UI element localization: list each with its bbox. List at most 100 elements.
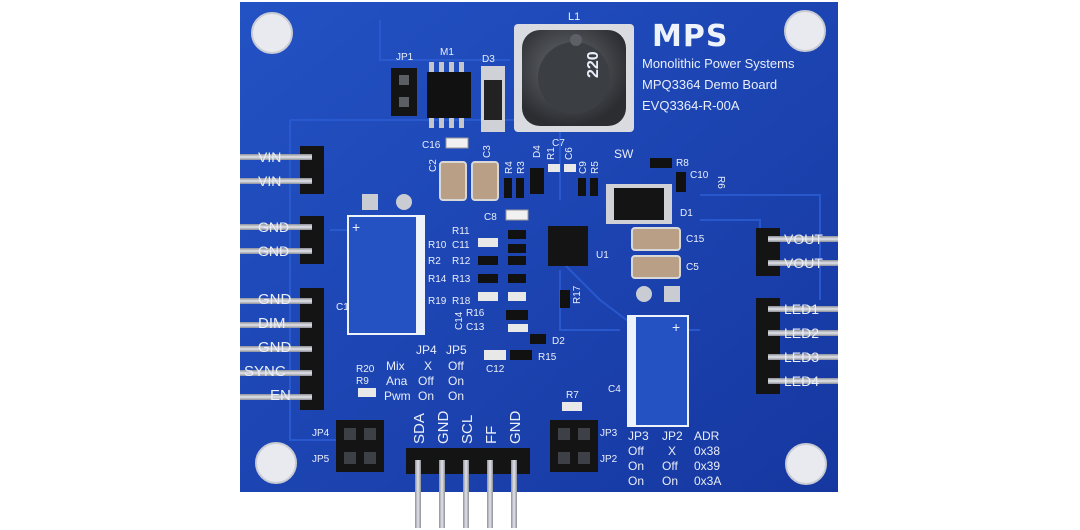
pin-gnd-bottom-2: GND — [507, 411, 524, 445]
inductor-l1 — [514, 24, 634, 132]
address-table: JP3 JP2 ADR Off X 0x38 On Off 0x39 On On… — [628, 429, 721, 488]
pin-vout-1: VOUT — [784, 231, 823, 247]
mps-logo: MPS — [652, 19, 727, 54]
part-number: EVQ3364-R-00A — [642, 98, 740, 113]
adr-row-3-jp3: On — [628, 474, 644, 488]
label-r12: R12 — [452, 256, 471, 267]
bottom-header — [406, 448, 530, 528]
label-r6: R6 — [715, 176, 726, 189]
mounting-holes — [251, 10, 827, 485]
passives-upper — [504, 158, 686, 198]
label-r10: R10 — [428, 240, 447, 251]
cap-c5 — [631, 255, 681, 279]
label-c8: C8 — [484, 212, 497, 223]
label-c12: C12 — [486, 364, 505, 375]
pin-gnd-1: GND — [258, 219, 289, 235]
label-m1: M1 — [440, 47, 454, 58]
board-name: MPQ3364 Demo Board — [642, 77, 777, 92]
pin-ff: FF — [483, 426, 500, 444]
label-r2: R2 — [428, 256, 441, 267]
label-r17: R17 — [572, 285, 583, 304]
label-c16: C16 — [422, 140, 441, 151]
label-r13: R13 — [452, 274, 471, 285]
left-header-control — [240, 288, 324, 410]
label-r7: R7 — [566, 390, 579, 401]
label-jp1: JP1 — [396, 52, 414, 63]
ic-u1 — [548, 226, 588, 266]
label-jp3: JP3 — [600, 428, 618, 439]
pin-en: EN — [270, 387, 291, 404]
label-c6: C6 — [564, 147, 575, 160]
pin-led3: LED3 — [784, 349, 819, 365]
right-header-led — [756, 298, 838, 394]
mode-header-jp5: JP5 — [446, 343, 467, 357]
label-jp2: JP2 — [600, 454, 618, 465]
label-c7: C7 — [552, 138, 565, 149]
adr-row-3-jp2: On — [662, 474, 678, 488]
c1-plus: + — [352, 219, 360, 235]
left-header-gnd — [240, 216, 324, 264]
adr-row-2-adr: 0x39 — [694, 459, 720, 473]
label-r8: R8 — [676, 158, 689, 169]
pin-dim: DIM — [258, 315, 286, 332]
inductor-code: 220 — [585, 51, 602, 78]
pin-vin-1: VIN — [258, 149, 281, 165]
cap-c3 — [471, 161, 499, 201]
adr-row-2-jp3: On — [628, 459, 644, 473]
mode-row-1-jp5: Off — [448, 359, 464, 373]
adr-row-1-jp2: X — [668, 444, 676, 458]
label-r5: R5 — [590, 161, 601, 174]
label-r16: R16 — [466, 308, 485, 319]
pin-gnd-bottom-1: GND — [435, 411, 452, 445]
jumper-jp3-jp2[interactable] — [550, 420, 598, 472]
cap-c15 — [631, 227, 681, 251]
mode-row-3-jp4: On — [418, 389, 434, 403]
label-d4: D4 — [532, 145, 543, 158]
mode-table: JP4 JP5 Mix X Off Ana Off On Pwm On On — [384, 343, 467, 403]
resistor-r7 — [562, 402, 582, 411]
label-c9: C9 — [578, 161, 589, 174]
pin-sync: SYNC — [244, 363, 286, 380]
resistor-r17 — [560, 290, 570, 308]
pin-sda: SDA — [411, 413, 428, 444]
passives-lower — [484, 310, 546, 360]
pin-gnd-4: GND — [258, 339, 292, 356]
label-c11: C11 — [452, 240, 470, 251]
label-c3: C3 — [482, 145, 493, 158]
adr-header-jp2: JP2 — [662, 429, 683, 443]
label-u1: U1 — [596, 250, 609, 261]
label-jp4: JP4 — [312, 428, 330, 439]
label-c10: C10 — [690, 170, 709, 181]
mode-header-jp4: JP4 — [416, 343, 437, 357]
pin-vin-2: VIN — [258, 173, 281, 189]
label-r18: R18 — [452, 296, 471, 307]
label-r11: R11 — [452, 226, 470, 237]
adr-header-jp3: JP3 — [628, 429, 649, 443]
label-c15: C15 — [686, 234, 705, 245]
label-sw: SW — [614, 147, 634, 161]
label-r3: R3 — [516, 161, 527, 174]
right-header-vout — [756, 228, 838, 276]
label-l1: L1 — [568, 11, 580, 23]
company-name: Monolithic Power Systems — [642, 56, 795, 71]
cap-c8 — [505, 209, 529, 221]
cap-c2 — [439, 161, 467, 201]
c4-plus: + — [672, 319, 680, 335]
mode-row-2-jp5: On — [448, 374, 464, 388]
pin-gnd-3: GND — [258, 291, 292, 308]
pin-gnd-2: GND — [258, 243, 289, 259]
passives-cluster — [478, 230, 526, 301]
mode-row-2-label: Ana — [386, 374, 408, 388]
mode-row-3-jp5: On — [448, 389, 464, 403]
adr-row-3-adr: 0x3A — [694, 474, 721, 488]
label-d1: D1 — [680, 208, 693, 219]
label-c14: C14 — [454, 311, 465, 330]
label-c13: C13 — [466, 322, 485, 333]
jumper-jp4-jp5[interactable] — [336, 420, 384, 472]
pin-led1: LED1 — [784, 301, 819, 317]
adr-header-adr: ADR — [694, 429, 720, 443]
cap-c1 — [347, 215, 425, 335]
label-r4: R4 — [504, 161, 515, 174]
label-c1: C1 — [336, 302, 349, 313]
